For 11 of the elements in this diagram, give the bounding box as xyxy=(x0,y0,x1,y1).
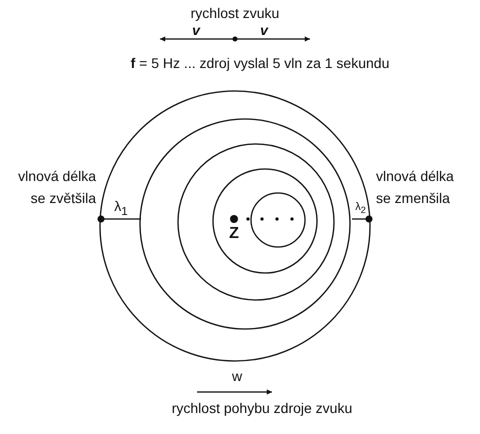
velocity-symbol: v xyxy=(259,21,270,40)
wavelength-note: vlnová délka se zvětšila xyxy=(17,167,96,208)
wavelength-symbol: λ$_{1}$ xyxy=(113,197,129,220)
axis-label: rychlost pohybu zdroje zvuku xyxy=(170,399,354,418)
axis-label: rychlost zvuku xyxy=(190,4,280,23)
velocity-symbol: w xyxy=(230,367,244,386)
velocity-symbol: v xyxy=(191,21,202,40)
source-label: Z xyxy=(228,224,240,244)
formula-text: f = 5 Hz ... zdroj vyslal 5 vln za 1 sekundu xyxy=(130,54,390,73)
wavelength-symbol: λ$_{2}$ xyxy=(354,200,367,218)
wavelength-note: vlnová délka se zmenšila xyxy=(376,167,455,208)
